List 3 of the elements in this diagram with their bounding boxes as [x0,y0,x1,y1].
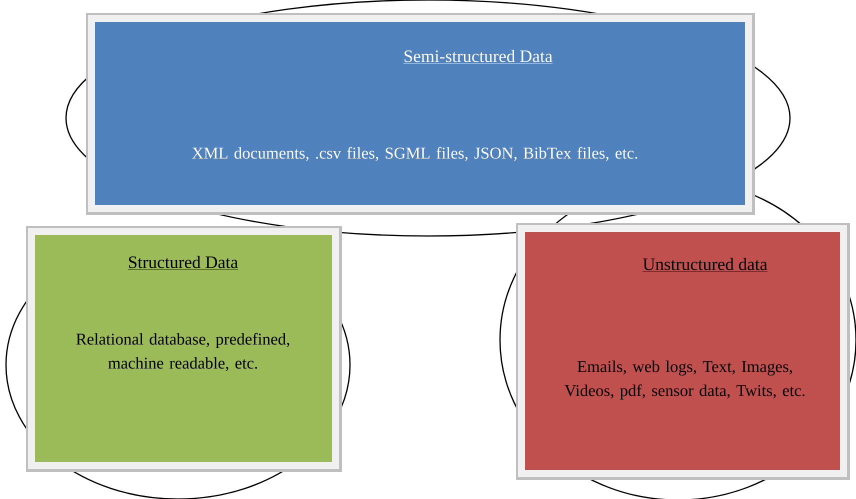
text-box: Unstructured data Emails, web logs, Text, Images, Videos, pdf, sensor data, Twits, etc. [516,223,850,480]
text-box: Structured Data Relational database, predefined, machine readable, etc. [26,226,342,472]
text-box: Semi-structured Data XML documents, .csv files, SGML files, JSON, BibTex files, etc. [86,13,755,215]
